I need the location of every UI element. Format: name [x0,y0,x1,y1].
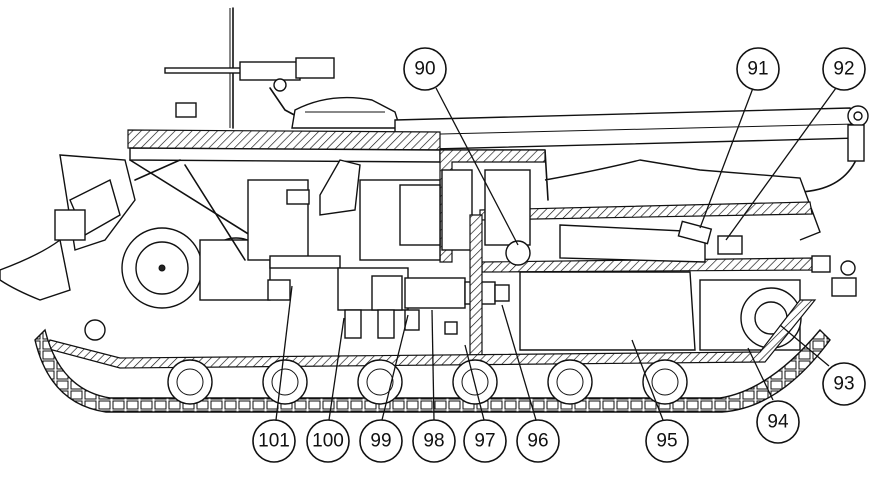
callout-91: 91 [736,47,780,91]
track-assembly [34,319,831,413]
crane-boom [394,105,869,193]
lower-hull [44,299,817,369]
callout-101-label: 101 [258,431,290,452]
callout-97-label: 97 [474,431,495,452]
callout-92-label: 92 [833,59,854,80]
callout-100-label: 100 [312,431,344,452]
callout-98: 98 [412,419,456,463]
callout-95-label: 95 [656,431,677,452]
interior-frame [129,159,531,266]
road-wheels [167,359,688,405]
callout-93-label: 93 [833,374,854,395]
rear-compartment [519,220,857,351]
winch-drum [121,227,271,309]
callout-97: 97 [463,419,507,463]
callout-93: 93 [822,362,866,406]
callout-94-label: 94 [767,412,789,433]
callout-100: 100 [306,419,350,463]
callout-96: 96 [516,419,560,463]
callout-91-label: 91 [747,59,768,80]
callout-98-label: 98 [423,431,444,452]
callout-101: 101 [252,419,296,463]
dozer-blade [0,154,136,301]
callout-99: 99 [359,419,403,463]
callout-99-label: 99 [370,431,391,452]
callout-95: 95 [645,419,689,463]
callout-92: 92 [822,47,866,91]
callout-96-label: 96 [527,431,548,452]
commander-cupola [175,96,401,129]
callout-90-label: 90 [414,59,435,80]
callout-90: 90 [403,47,447,91]
leader-lines [275,87,837,421]
callout-94: 94 [756,400,800,444]
upper-hull [127,129,821,273]
